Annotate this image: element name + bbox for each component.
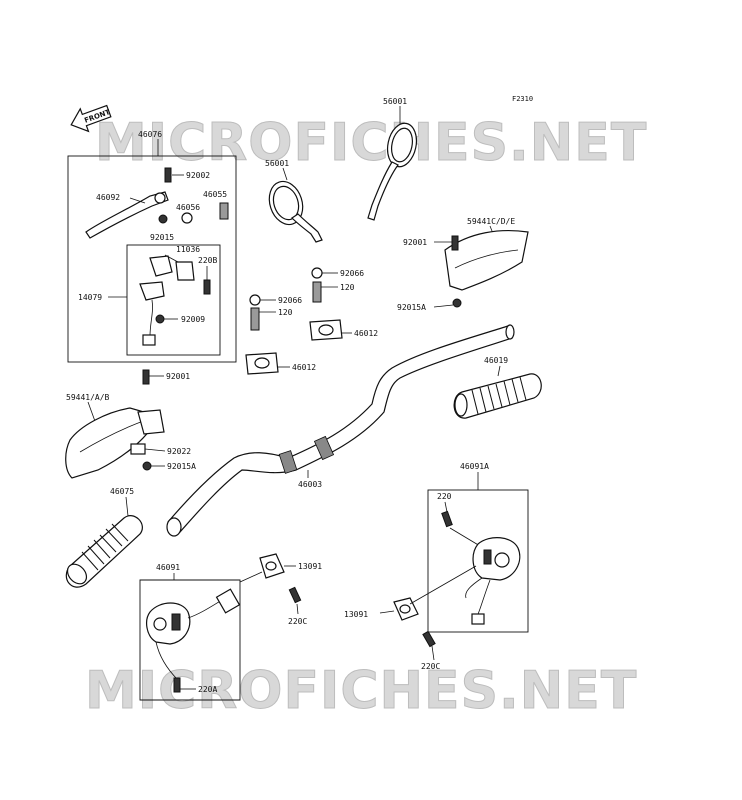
right-mirror-icon bbox=[367, 122, 418, 221]
label-14079: 14079 bbox=[78, 293, 102, 302]
label-46012-b: 46012 bbox=[292, 363, 316, 372]
left-mirror-icon bbox=[268, 180, 323, 243]
switch-subassembly-frame bbox=[126, 244, 221, 356]
nut-icon bbox=[158, 214, 168, 224]
label-46075: 46075 bbox=[110, 487, 134, 496]
label-120-a: 120 bbox=[340, 283, 355, 292]
label-56001-right: 56001 bbox=[383, 97, 407, 106]
left-switch-frame bbox=[139, 579, 241, 701]
left-grip-icon bbox=[65, 515, 143, 588]
label-92015A-right: 92015A bbox=[397, 303, 426, 312]
pin-icon bbox=[219, 202, 229, 220]
label-46092: 46092 bbox=[96, 193, 120, 202]
label-220C-a: 220C bbox=[288, 617, 307, 626]
label-92066-b: 92066 bbox=[278, 296, 302, 305]
switch-clamp-icon bbox=[259, 553, 285, 579]
label-92002: 92002 bbox=[186, 171, 210, 180]
label-92001-left: 92001 bbox=[166, 372, 190, 381]
label-13091-a: 13091 bbox=[298, 562, 322, 571]
label-46012-a: 46012 bbox=[354, 329, 378, 338]
label-220C-b: 220C bbox=[421, 662, 440, 671]
label-56001-left: 56001 bbox=[265, 159, 289, 168]
right-switch-frame bbox=[427, 489, 529, 633]
bracket-icon bbox=[149, 255, 173, 277]
label-220A: 220A bbox=[198, 685, 217, 694]
handlebar-icon bbox=[166, 324, 515, 537]
watermark-bottom: MICROFICHES.NET bbox=[85, 661, 637, 721]
label-13091-b: 13091 bbox=[344, 610, 368, 619]
bolt-120-icon bbox=[312, 281, 322, 303]
right-handlebar-switch-icon bbox=[472, 537, 521, 581]
label-92015: 92015 bbox=[150, 233, 174, 242]
label-92001-right: 92001 bbox=[403, 238, 427, 247]
left-hand-guard-icon bbox=[65, 407, 159, 479]
washer-icon bbox=[181, 212, 193, 224]
label-46003: 46003 bbox=[298, 480, 322, 489]
switch-clamp-icon bbox=[393, 597, 419, 621]
label-92009: 92009 bbox=[181, 315, 205, 324]
watermark-top: MICROFICHES.NET bbox=[95, 113, 647, 173]
label-92022: 92022 bbox=[167, 447, 191, 456]
label-220B: 220B bbox=[198, 256, 217, 265]
label-46055: 46055 bbox=[203, 190, 227, 199]
right-hand-guard-icon bbox=[444, 230, 529, 291]
label-46076: 46076 bbox=[138, 130, 162, 139]
bolt-icon bbox=[164, 167, 172, 183]
right-grip-icon bbox=[453, 373, 542, 419]
left-handlebar-switch-icon bbox=[146, 602, 191, 645]
label-59441AB: 59441/A/B bbox=[66, 393, 110, 402]
label-120-b: 120 bbox=[278, 308, 293, 317]
screw-icon bbox=[203, 279, 211, 295]
label-92015A-left: 92015A bbox=[167, 462, 196, 471]
diagram-code: F2310 bbox=[512, 95, 533, 103]
lever-assembly-frame bbox=[67, 155, 237, 363]
label-59441CDE: 59441C/D/E bbox=[467, 217, 515, 226]
label-46091A: 46091A bbox=[460, 462, 489, 471]
label-46019: 46019 bbox=[484, 356, 508, 365]
clutch-switch-icon bbox=[139, 281, 165, 301]
label-220: 220 bbox=[437, 492, 452, 501]
label-11036: 11036 bbox=[176, 245, 200, 254]
label-92066-a: 92066 bbox=[340, 269, 364, 278]
clutch-lever-icon bbox=[85, 191, 169, 239]
label-46091: 46091 bbox=[156, 563, 180, 572]
label-46056: 46056 bbox=[176, 203, 200, 212]
